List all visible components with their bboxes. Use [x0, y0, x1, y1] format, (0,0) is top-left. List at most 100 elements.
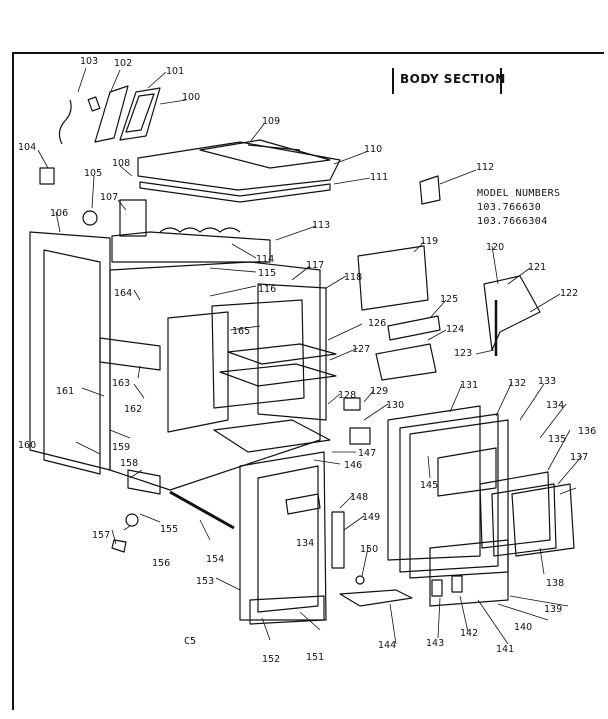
part-label-102: 102: [114, 58, 132, 69]
cabinet-back-part: [29, 231, 111, 471]
part-label-106: 106: [50, 208, 68, 219]
part-label-150: 150: [360, 544, 378, 555]
part-label-133: 133: [538, 376, 556, 387]
vent-duct-part: [119, 199, 147, 237]
part-label-165: 165: [232, 326, 250, 337]
indicator-panel-part: [94, 85, 129, 143]
part-label-149: 149: [362, 512, 380, 523]
model-number-1: 103.766630: [477, 202, 542, 213]
part-label-146: 146: [344, 460, 362, 471]
sensor-part: [343, 397, 361, 411]
lamp-socket-part: [39, 167, 55, 185]
window-trim-part: [511, 483, 575, 557]
part-label-105: 105: [84, 168, 102, 179]
part-label-115: 115: [258, 268, 276, 279]
oven-inner-frame: [211, 299, 305, 409]
part-label-158: 158: [120, 458, 138, 469]
switch-part: [349, 427, 371, 445]
door-glass-inner: [491, 483, 557, 557]
part-label-113: 113: [312, 220, 330, 231]
part-label-153: 153: [196, 576, 214, 587]
catch-part: [451, 575, 463, 593]
part-label-108: 108: [112, 158, 130, 169]
door-handle-part: [285, 493, 321, 515]
lens-frame-part: [119, 87, 161, 141]
lens-inner-part: [125, 93, 155, 133]
part-label-100: 100: [182, 92, 200, 103]
door-bottom-strip: [429, 539, 509, 607]
part-label-135: 135: [548, 434, 566, 445]
part-label-116: 116: [258, 284, 276, 295]
part-label-151: 151: [306, 652, 324, 663]
title-right-bar: [500, 68, 502, 94]
leader-lines: [37, 67, 583, 645]
part-label-126: 126: [368, 318, 386, 329]
spring-part: [387, 315, 441, 341]
door-glass-part: [479, 471, 551, 549]
storage-door-panel: [399, 413, 499, 573]
part-label-124: 124: [446, 324, 464, 335]
side-panel-part: [43, 249, 101, 475]
part-label-138: 138: [546, 578, 564, 589]
storage-door-front: [409, 419, 509, 579]
part-label-148: 148: [350, 492, 368, 503]
cooktop-element-part: [247, 144, 301, 151]
roller-part: [431, 579, 443, 597]
cooktop-gasket-part: [139, 181, 331, 203]
part-label-110: 110: [364, 144, 382, 155]
trim-strip-part: [249, 595, 325, 625]
leveling-foot-part: [111, 539, 127, 553]
part-label-141: 141: [496, 644, 514, 655]
part-label-107: 107: [100, 192, 118, 203]
part-label-134: 134: [546, 400, 564, 411]
broiler-pan-part: [213, 419, 331, 453]
part-label-101: 101: [166, 66, 184, 77]
model-numbers-heading: MODEL NUMBERS: [477, 188, 561, 199]
bracket-part: [419, 175, 441, 205]
part-label-144: 144: [378, 640, 396, 651]
oven-gasket-part: [257, 283, 327, 421]
part-label-147: 147: [358, 448, 376, 459]
part-label-159: 159: [112, 442, 130, 453]
part-label-111: 111: [370, 172, 388, 183]
model-number-2: 103.7666304: [477, 216, 548, 227]
knob-part: [82, 210, 98, 226]
power-cord-part: [58, 99, 72, 145]
control-panel-window: [437, 447, 497, 497]
door-inner-panel: [257, 465, 319, 613]
burner-box-part: [111, 231, 271, 263]
part-label-131: 131: [460, 380, 478, 391]
oven-rack-lower: [219, 363, 337, 387]
part-label-104: 104: [18, 142, 36, 153]
part-label-152: 152: [262, 654, 280, 665]
part-label-143: 143: [426, 638, 444, 649]
part-label-157: 157: [92, 530, 110, 541]
vent-grille-part: [357, 245, 429, 311]
part-label-132: 132: [508, 378, 526, 389]
oven-front-frame: [109, 261, 321, 491]
part-label-119: 119: [420, 236, 438, 247]
part-label-136: 136: [578, 426, 596, 437]
part-label-117: 117: [306, 260, 324, 271]
oven-window-frame: [167, 311, 229, 433]
part-label-139: 139: [544, 604, 562, 615]
thermostat-bracket: [375, 343, 437, 381]
part-label-134b: 134: [296, 538, 314, 549]
part-label-121: 121: [528, 262, 546, 273]
part-label-145: 145: [420, 480, 438, 491]
part-label-130: 130: [386, 400, 404, 411]
page-code: C5: [184, 636, 197, 647]
part-label-129: 129: [370, 386, 388, 397]
door-latch-part: [339, 589, 413, 607]
part-label-118: 118: [344, 272, 362, 283]
part-label-120: 120: [486, 242, 504, 253]
part-label-112: 112: [476, 162, 494, 173]
kick-plate-part: [127, 469, 161, 495]
part-label-123: 123: [454, 348, 472, 359]
part-number-labels: 103 102 101 100 104 105 106 107 108 109 …: [18, 56, 596, 665]
part-label-125: 125: [440, 294, 458, 305]
oven-door-frame: [239, 451, 327, 621]
part-label-128: 128: [338, 390, 356, 401]
